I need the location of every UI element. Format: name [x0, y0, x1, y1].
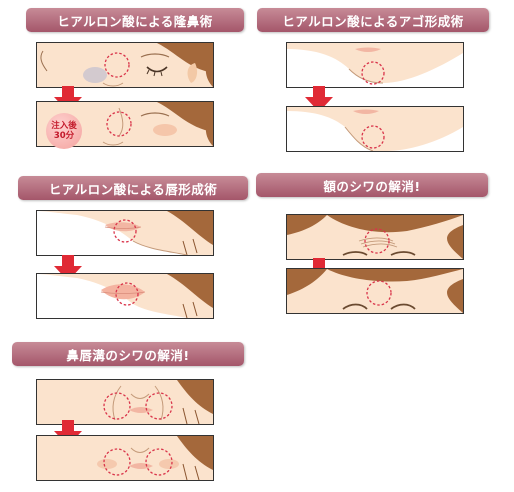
panel-chin-before: [286, 42, 464, 88]
injection-time-badge: 注入後 30分: [46, 113, 82, 149]
panel-nose-before: [36, 42, 214, 88]
panel-chin-after: [286, 106, 464, 152]
section-header-nasolabial: 鼻唇溝のシワの解消!: [12, 342, 244, 366]
panel-nasolabial-after: [36, 435, 214, 481]
section-header-lips: ヒアルロン酸による唇形成術: [18, 176, 248, 200]
section-header-forehead: 額のシワの解消!: [256, 173, 488, 197]
panel-nose-after: [36, 101, 214, 147]
panel-forehead-after: [286, 268, 464, 314]
panel-lips-after: [36, 273, 214, 319]
panel-nasolabial-before: [36, 379, 214, 425]
panel-forehead-before: [286, 214, 464, 260]
panel-lips-before: [36, 210, 214, 256]
section-header-nose: ヒアルロン酸による隆鼻術: [26, 8, 244, 32]
badge-line-1: 注入後: [51, 121, 77, 131]
section-header-chin: ヒアルロン酸によるアゴ形成術: [257, 8, 489, 32]
down-arrow-icon: [305, 86, 333, 112]
badge-line-2: 30分: [53, 131, 75, 141]
